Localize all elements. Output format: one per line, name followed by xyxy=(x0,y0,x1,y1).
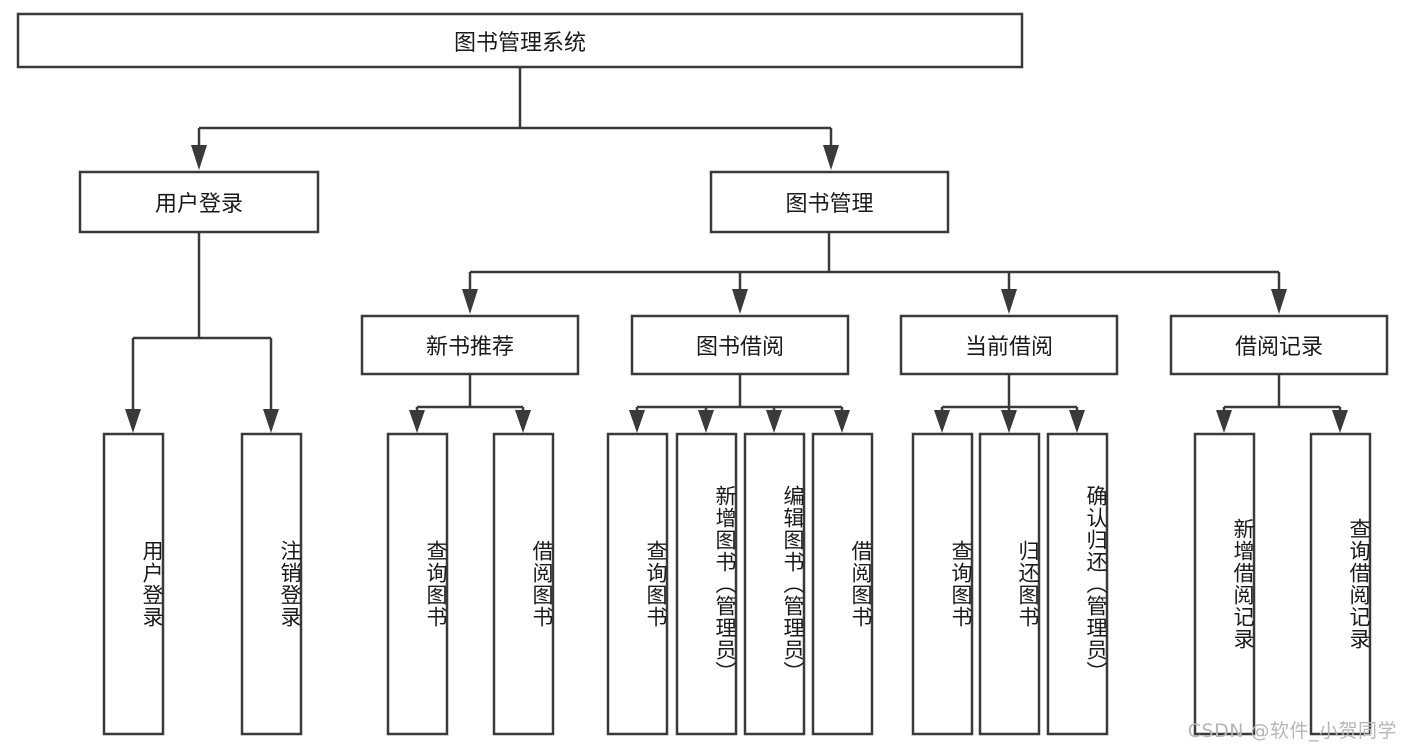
leaf-box[interactable] xyxy=(1309,432,1372,736)
connector-borrowrecord-to-leaves xyxy=(1216,374,1348,433)
node-borrow-record[interactable] xyxy=(1169,314,1389,376)
leaf-box[interactable] xyxy=(386,432,449,736)
node-book-management[interactable] xyxy=(709,170,950,234)
node-user-login[interactable] xyxy=(78,170,320,234)
leaf-box[interactable] xyxy=(811,432,874,736)
leaf-box[interactable] xyxy=(492,432,555,736)
connector-currentborrow-to-leaves xyxy=(934,374,1085,433)
leaf-box[interactable] xyxy=(675,432,738,736)
node-current-borrow[interactable] xyxy=(899,314,1119,376)
node-new-book-recommend[interactable] xyxy=(360,314,580,376)
leaf-box[interactable] xyxy=(606,432,669,736)
connector-bookmgmt-to-level3 xyxy=(462,232,1287,314)
leaf-box[interactable] xyxy=(102,432,165,736)
leaf-box[interactable] xyxy=(1193,432,1256,736)
leaf-box[interactable] xyxy=(240,432,303,736)
connector-bookborrow-to-leaves xyxy=(629,374,850,433)
connector-userlogin-to-leaves xyxy=(125,232,279,433)
leaf-box[interactable] xyxy=(911,432,974,736)
node-book-borrow[interactable] xyxy=(630,314,850,376)
leaf-box[interactable] xyxy=(743,432,806,736)
connector-newbook-to-leaves xyxy=(409,374,531,433)
leaf-box[interactable] xyxy=(978,432,1041,736)
connector-root-to-level2 xyxy=(191,66,839,170)
watermark-text: CSDN @软件_小贺同学 xyxy=(1187,720,1397,742)
node-root[interactable] xyxy=(16,12,1024,69)
leaf-box[interactable] xyxy=(1046,432,1109,736)
